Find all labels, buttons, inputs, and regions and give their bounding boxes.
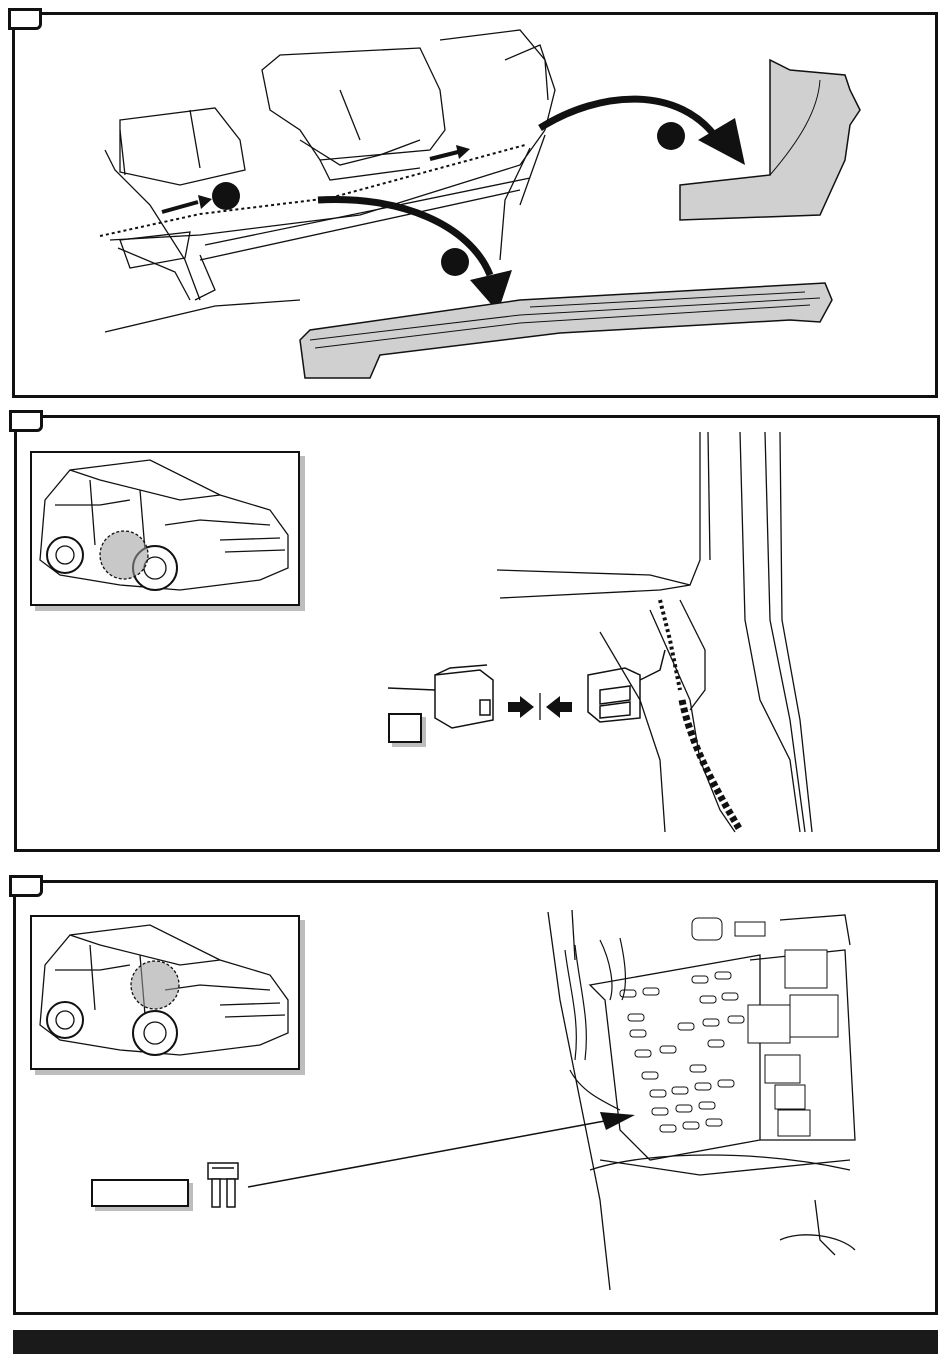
highlight-circle: [131, 961, 179, 1009]
footer-bar: [13, 1330, 938, 1354]
fuse-icon: [208, 1163, 238, 1207]
fuse-label: [91, 1179, 189, 1207]
